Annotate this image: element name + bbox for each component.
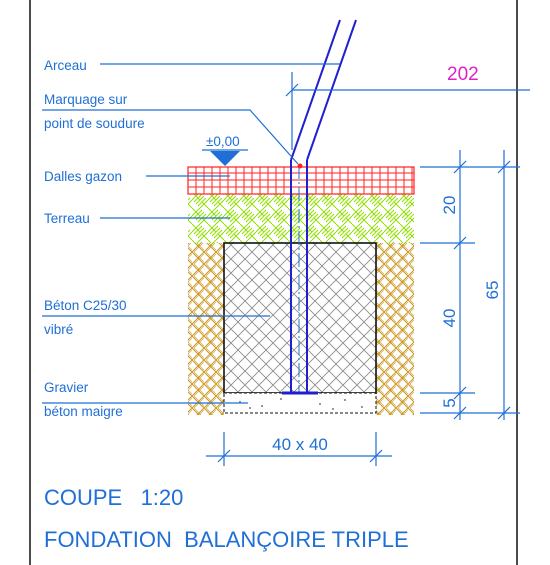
concrete-footing — [223, 242, 377, 394]
level-symbol: ±0,00 — [202, 134, 248, 166]
ref-number: 202 — [447, 64, 479, 85]
dimension-horizontal — [206, 432, 392, 466]
leader-marquage — [42, 109, 299, 165]
dim-5: 5 — [440, 398, 459, 407]
dim-40: 40 — [440, 309, 459, 328]
label-beton-2: vibré — [44, 322, 73, 337]
label-arceau: Arceau — [44, 58, 87, 73]
dalles-gazon-layer — [187, 166, 415, 195]
label-beton-1: Béton C25/30 — [44, 298, 127, 313]
label-dalles: Dalles gazon — [44, 169, 122, 184]
label-gravier-2: béton maigre — [44, 404, 123, 419]
title-line-1: COUPE 1:20 — [44, 485, 183, 510]
soil-right — [376, 243, 414, 415]
dim-65: 65 — [483, 281, 502, 300]
dimension-vertical — [420, 150, 520, 420]
title-line-2: FONDATION BALANÇOIRE TRIPLE — [44, 527, 409, 552]
label-terreau: Terreau — [44, 211, 90, 226]
ref-tick — [285, 83, 299, 97]
label-gravier-1: Gravier — [44, 380, 89, 395]
label-marquage-2: point de soudure — [44, 116, 145, 131]
level-label: ±0,00 — [206, 134, 240, 149]
dim-20: 20 — [440, 196, 459, 215]
soil-left — [188, 243, 224, 415]
dim-footing: 40 x 40 — [272, 435, 328, 454]
label-marquage-1: Marquage sur — [44, 92, 128, 107]
